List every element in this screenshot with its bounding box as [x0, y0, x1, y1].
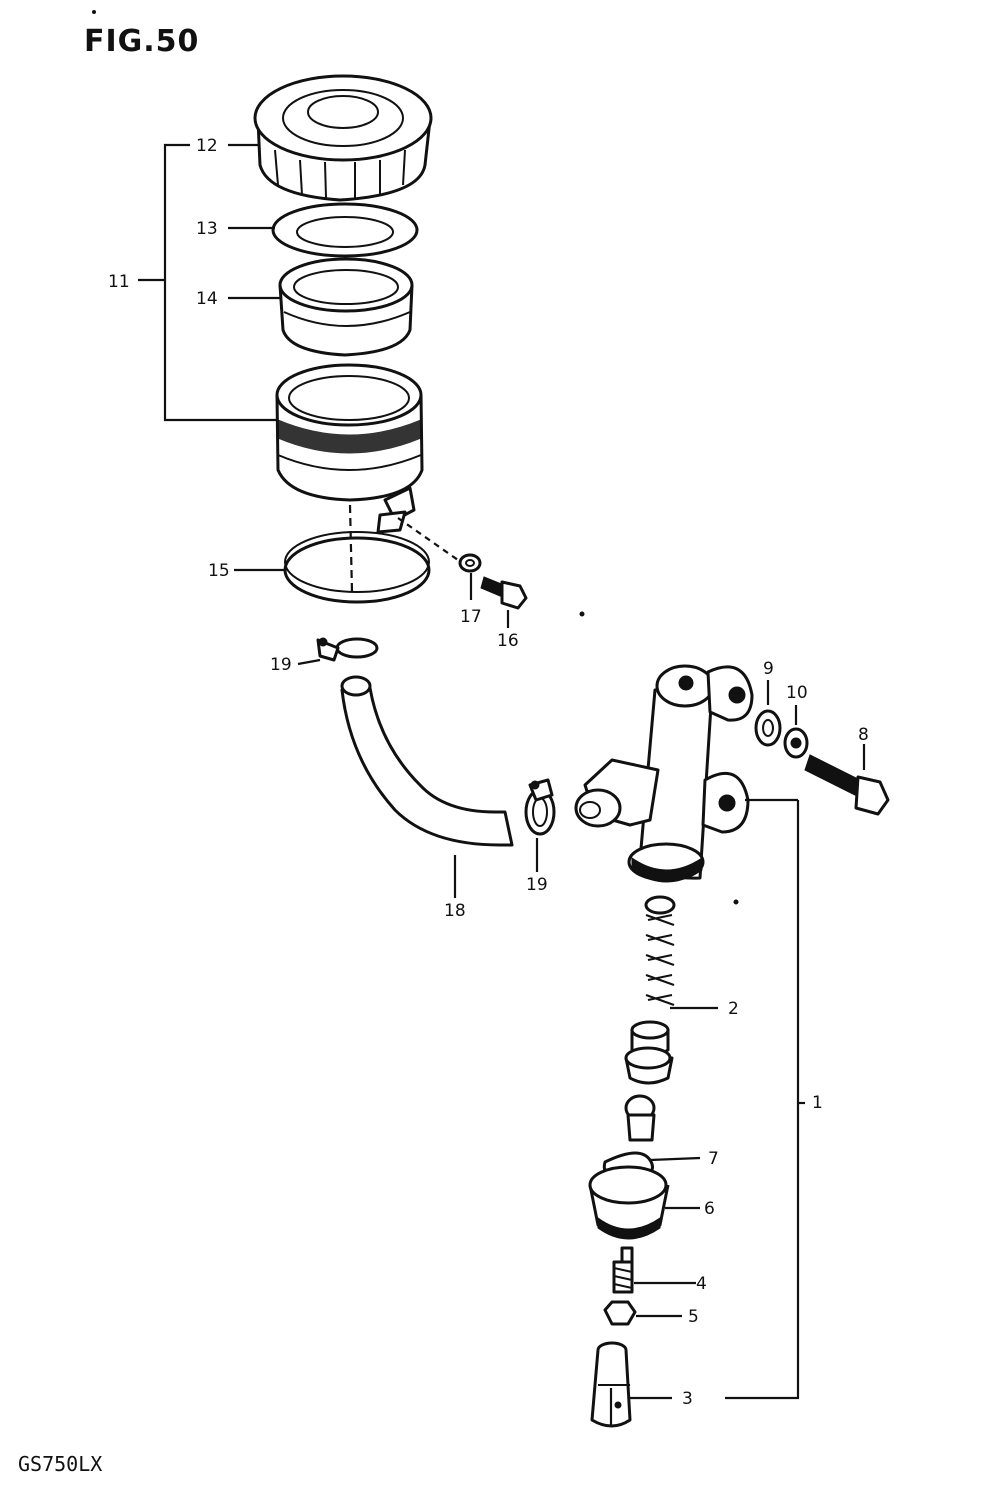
bracket-assembly-1: [725, 800, 800, 1400]
part-diaphragm-plate: [278, 257, 414, 357]
callout-12: 12: [196, 136, 218, 156]
callout-9: 9: [763, 659, 774, 679]
part-washer-17: [458, 553, 482, 600]
part-hose-clamp-lower: [524, 778, 556, 872]
callout-1: 1: [812, 1093, 823, 1113]
callout-11: 11: [108, 272, 130, 292]
callout-17: 17: [460, 607, 482, 627]
callout-3: 3: [682, 1389, 693, 1409]
part-reservoir-cap: [253, 74, 433, 202]
scan-speck: [579, 611, 585, 617]
bracket-assembly-11: [163, 143, 278, 422]
part-bolt-8: [804, 744, 890, 816]
callout-10: 10: [786, 683, 808, 703]
part-cap-gasket: [271, 202, 419, 258]
part-washer-9: [754, 680, 782, 747]
callout-19-upper: 19: [270, 655, 292, 675]
part-clevis: [590, 1341, 672, 1428]
part-bolt-16: [480, 576, 528, 628]
callout-8: 8: [858, 725, 869, 745]
callout-13: 13: [196, 219, 218, 239]
callout-16: 16: [497, 631, 519, 651]
part-hose: [340, 675, 514, 898]
callout-4: 4: [696, 1274, 707, 1294]
part-master-cylinder-body: [574, 664, 798, 883]
callout-7: 7: [708, 1149, 719, 1169]
callout-2: 2: [728, 999, 739, 1019]
callout-19-lower: 19: [526, 875, 548, 895]
part-hose-clamp-upper: [316, 637, 379, 662]
callout-14: 14: [196, 289, 218, 309]
callout-5: 5: [688, 1307, 699, 1327]
part-reservoir-band: [283, 486, 459, 604]
part-reservoir-body: [275, 363, 424, 502]
part-push-rod-boot: [588, 1094, 701, 1240]
part-washer-10: [783, 705, 809, 759]
model-code: GS750LX: [18, 1452, 103, 1476]
part-lock-nut: [603, 1300, 682, 1326]
callout-6: 6: [704, 1199, 715, 1219]
figure-title: FIG.50: [84, 24, 200, 59]
callout-15: 15: [208, 561, 230, 581]
callout-18: 18: [444, 901, 466, 921]
scan-speck: [92, 10, 96, 14]
part-spring-piston-assembly: [624, 895, 718, 1085]
scan-speck: [733, 899, 739, 905]
part-adjuster-rod: [612, 1246, 696, 1294]
